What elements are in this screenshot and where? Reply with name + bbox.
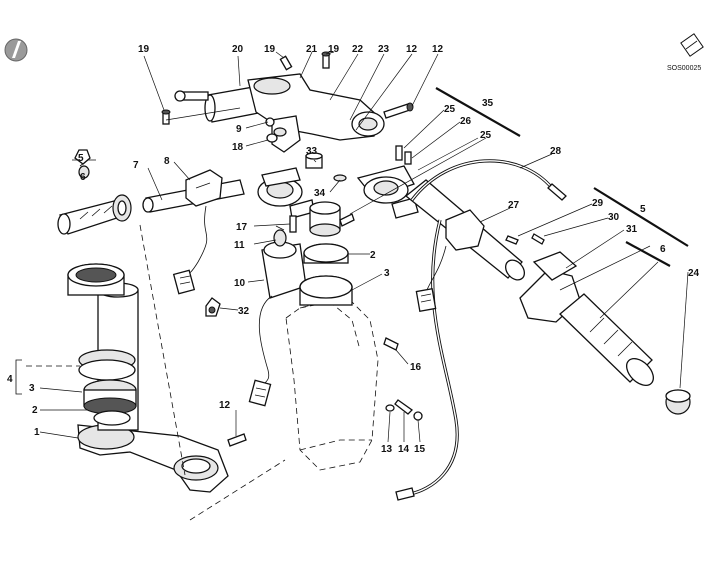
- callout-16: 16: [410, 362, 422, 373]
- left-fork-clamp: [257, 167, 315, 219]
- left-switch-connector: [172, 269, 196, 295]
- right-grip: [559, 293, 654, 386]
- bolt-25-b: [404, 151, 412, 165]
- nut-15: [413, 411, 423, 421]
- callout-19-b: 19: [264, 44, 276, 55]
- group-bar-5: [593, 187, 689, 247]
- callout-1: 1: [34, 427, 40, 438]
- spacer-ring: [333, 174, 347, 182]
- lower-yoke: [77, 424, 229, 493]
- callout-17: 17: [236, 222, 248, 233]
- callout-10: 10: [234, 278, 246, 289]
- drawing-code: SOS00025: [667, 65, 701, 72]
- bolt-14: [394, 399, 414, 415]
- callout-7: 7: [133, 160, 139, 171]
- callout-3: 3: [29, 383, 35, 394]
- callout-26: 26: [460, 116, 472, 127]
- steering-nut: [305, 152, 323, 169]
- throttle-cable-open: [410, 159, 567, 201]
- callout-25-b: 25: [480, 130, 492, 141]
- callout-11: 11: [234, 240, 245, 251]
- bearing-adjuster: [309, 201, 341, 237]
- right-switch-connector: [415, 288, 437, 312]
- callout-8: 8: [164, 156, 170, 167]
- ignition-key: [205, 297, 221, 317]
- bolt-19-top: [279, 55, 293, 71]
- left-switch-housing: [185, 169, 223, 207]
- callout-34: 34: [314, 188, 326, 199]
- bolt-25-a: [395, 145, 403, 161]
- leader-lines: [26, 51, 689, 443]
- callout-29: 29: [592, 198, 604, 209]
- revision-arrow-icon: [680, 33, 704, 57]
- callout-30: 30: [608, 212, 620, 223]
- callout-4: 4: [7, 374, 13, 385]
- grip-end-weight: [665, 389, 691, 415]
- bolt-9: [265, 117, 275, 127]
- stem-dust-seal: [78, 349, 136, 381]
- callout-28: 28: [550, 146, 562, 157]
- brand-logo-icon: [4, 38, 28, 62]
- upper-bearing-right: [303, 243, 349, 264]
- callout-22: 22: [352, 44, 364, 55]
- right-switch-housing: [445, 209, 485, 251]
- group-bracket-4: [15, 359, 22, 395]
- callout-15: 15: [414, 444, 426, 455]
- callout-labels: 1 2 3 4 5 6 7 8 9 10 11 12 12 12 13 14 1…: [7, 44, 700, 455]
- stem-bearing-upper: [67, 263, 125, 296]
- callout-21: 21: [306, 44, 318, 55]
- callout-25-a: 25: [444, 104, 456, 115]
- callout-14: 14: [398, 444, 410, 455]
- callout-19-a: 19: [138, 44, 150, 55]
- callout-20: 20: [232, 44, 244, 55]
- ignition-connector: [248, 379, 272, 407]
- callout-3-right: 3: [384, 268, 390, 279]
- bolt-12-lower: [227, 433, 247, 447]
- callout-6-left: 6: [80, 172, 86, 183]
- callout-18: 18: [232, 142, 244, 153]
- callout-12-b: 12: [432, 44, 444, 55]
- callout-27: 27: [508, 200, 520, 211]
- stem-bearing-lower: [83, 379, 137, 415]
- left-grip: [57, 194, 132, 235]
- callout-12-c: 12: [219, 400, 231, 411]
- damper-bracket: [271, 115, 301, 153]
- callout-13: 13: [381, 444, 393, 455]
- callout-5-right: 5: [640, 204, 646, 215]
- pin-29: [505, 235, 519, 245]
- callout-5-left: 5: [78, 153, 84, 164]
- group-bar-6: [625, 241, 671, 267]
- upper-dust-seal: [299, 275, 353, 306]
- callout-23: 23: [378, 44, 390, 55]
- callout-35: 35: [482, 98, 494, 109]
- lower-spacer: [93, 410, 131, 426]
- callout-32: 32: [238, 306, 250, 317]
- callout-9: 9: [236, 124, 242, 135]
- top-yoke: [247, 73, 385, 141]
- washer-18: [266, 133, 278, 143]
- right-fork-clamp: [356, 165, 419, 219]
- washer-13: [385, 404, 395, 412]
- callout-19-c: 19: [328, 44, 340, 55]
- callout-2: 2: [32, 405, 38, 416]
- callout-12-a: 12: [406, 44, 418, 55]
- callout-33: 33: [306, 146, 318, 157]
- bolt-16: [383, 337, 399, 351]
- callout-24: 24: [688, 268, 700, 279]
- bolt-11: [289, 215, 297, 233]
- bolt-12-top: [383, 102, 414, 119]
- mark-badge: [74, 149, 91, 165]
- pin-30: [531, 233, 545, 245]
- frame-head: [285, 295, 379, 471]
- group-bar-35: [435, 87, 521, 137]
- callout-6-right: 6: [660, 244, 666, 255]
- throttle-cable-close: [395, 219, 459, 501]
- bolt-19-left: [161, 109, 171, 125]
- callout-2-right: 2: [370, 250, 376, 261]
- bolt-26: [339, 213, 355, 227]
- callout-31: 31: [626, 224, 638, 235]
